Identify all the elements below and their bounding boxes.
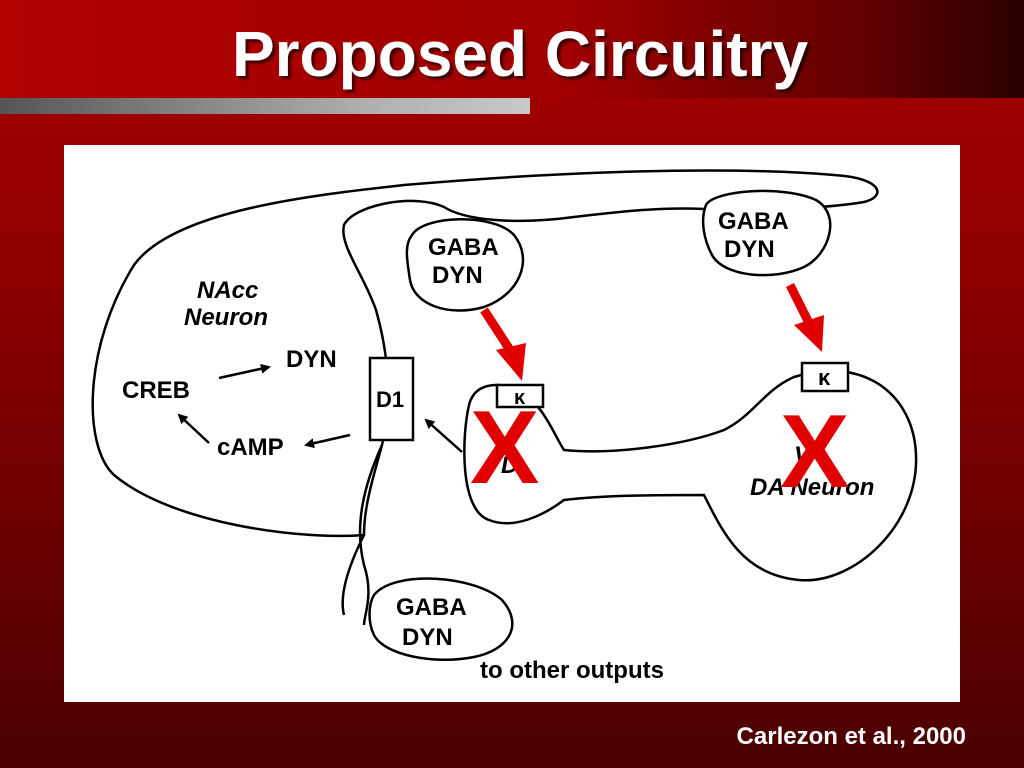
kappa-receptor-box-left xyxy=(495,383,545,409)
kappa-receptor-box-right xyxy=(800,361,850,393)
terminal-top-right-line1: GABA xyxy=(718,208,789,235)
terminal-top-left-outline xyxy=(405,218,525,312)
camp-label: cAMP xyxy=(217,434,284,461)
arrow-d1-to-camp xyxy=(304,433,351,449)
nacc-neuron-outline xyxy=(91,169,879,538)
terminal-bottom-outline xyxy=(368,577,514,661)
kappa-label-left: κ xyxy=(514,387,526,409)
red-arrow-right xyxy=(785,282,824,352)
terminal-top-right-line2: DYN xyxy=(724,236,775,263)
terminal-top-left-line2: DYN xyxy=(432,262,483,289)
nacc-label-line2: Neuron xyxy=(184,304,268,331)
diagram-panel: GABA DYN GABA DYN GABA DYN NAcc Neuron D… xyxy=(64,145,960,702)
vta-label-fragment: V xyxy=(794,442,812,469)
arrow-da-to-d1 xyxy=(424,418,463,453)
d1-receptor-box xyxy=(368,356,415,442)
dyn-label: DYN xyxy=(286,346,337,373)
nacc-lower-axon-2 xyxy=(341,534,366,616)
circuit-diagram: GABA DYN GABA DYN GABA DYN NAcc Neuron D… xyxy=(91,169,918,684)
inhibition-x-left: X xyxy=(470,390,539,506)
title-underline xyxy=(0,98,530,114)
nacc-label-line1: NAcc xyxy=(197,277,258,304)
arrow-creb-to-dyn xyxy=(218,363,271,380)
header-band xyxy=(0,0,1024,98)
terminal-top-left-line1: GABA xyxy=(428,234,499,261)
terminal-bottom-line2: DYN xyxy=(402,624,453,651)
red-arrow-left xyxy=(480,307,526,381)
slide-title: Proposed Circuitry xyxy=(231,18,809,90)
creb-label: CREB xyxy=(122,377,190,404)
citation: Carlezon et al., 2000 xyxy=(736,723,966,750)
d1-label: D1 xyxy=(376,387,404,412)
terminal-bottom-line1: GABA xyxy=(396,594,467,621)
da-neuron-label: DA Neuron xyxy=(750,474,874,501)
arrow-camp-to-creb xyxy=(177,413,210,444)
da-label-fragment-left: D xyxy=(501,452,518,479)
da-neuron-outline xyxy=(463,369,918,582)
inhibition-x-right: X xyxy=(780,394,849,510)
nacc-lower-axon xyxy=(358,444,384,626)
kappa-label-right: κ xyxy=(818,365,831,390)
terminal-top-right-outline xyxy=(701,189,832,277)
outputs-label: to other outputs xyxy=(480,657,664,684)
